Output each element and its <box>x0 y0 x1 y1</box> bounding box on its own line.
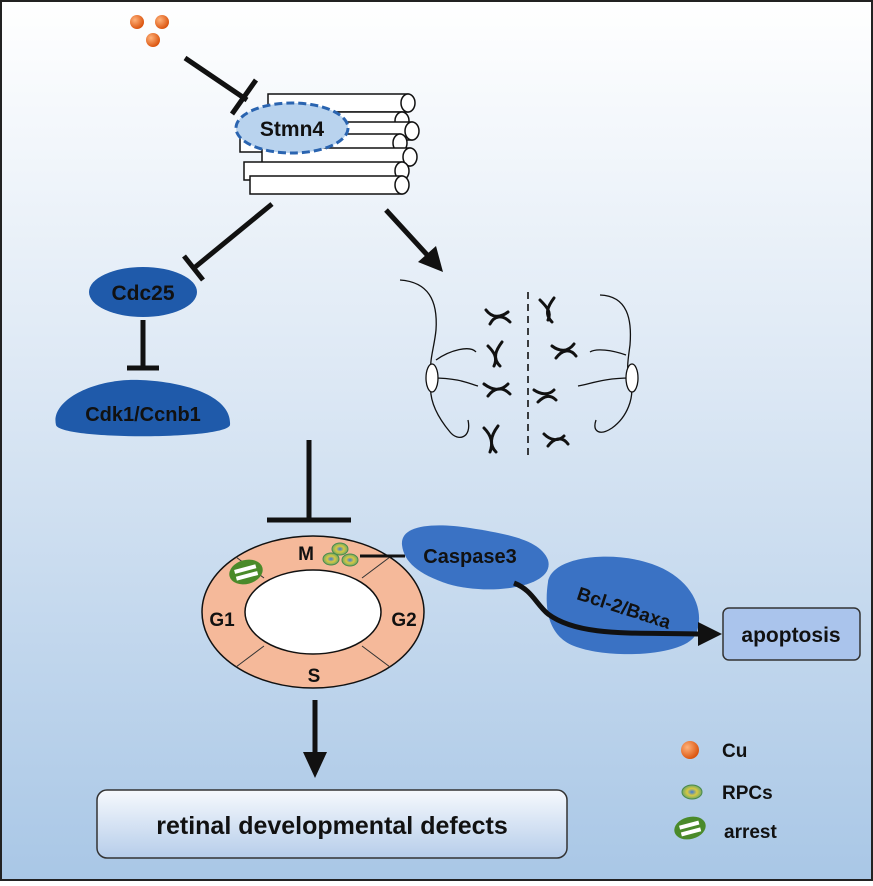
legend-arrest-icon <box>674 816 706 840</box>
arrow-to-apoptosis <box>512 580 701 637</box>
legend-cu-label: Cu <box>722 741 747 762</box>
phase-m-label: M <box>298 544 314 565</box>
phase-s-label: S <box>308 666 321 687</box>
arrest-icon <box>229 559 263 585</box>
apoptosis-box <box>722 607 861 661</box>
phase-g2-label: G2 <box>391 610 416 631</box>
legend-arrest-label: arrest <box>724 822 777 843</box>
arrow-stmn4-mitosis <box>384 208 443 272</box>
cdk1-node <box>55 379 231 437</box>
apoptosis-label: apoptosis <box>741 624 840 647</box>
caspase3-label: Caspase3 <box>423 546 516 568</box>
cu-particles <box>130 15 169 47</box>
stmn4-node <box>234 101 350 155</box>
legend-rpcs-label: RPCs <box>722 783 773 804</box>
cdc25-label: Cdc25 <box>111 282 174 305</box>
inhibition-cu-stmn4 <box>183 55 259 116</box>
inhibition-to-cell-cycle <box>267 440 351 523</box>
stmn4-label: Stmn4 <box>260 118 325 141</box>
inhibition-stmn4-cdc25 <box>182 202 274 282</box>
outcome-label: retinal developmental defects <box>156 812 508 840</box>
caspase3-node <box>401 525 549 590</box>
chromosomes <box>482 296 578 454</box>
mitosis-illustration <box>399 279 639 460</box>
rpc-cluster <box>322 542 359 567</box>
outcome-box <box>96 789 568 859</box>
legend-rpcs-icon <box>681 784 703 800</box>
legend: Cu RPCs arrest <box>674 741 777 843</box>
arrow-to-apoptosis-head <box>698 622 722 646</box>
phase-g1-label: G1 <box>209 610 235 631</box>
cdc25-node <box>89 267 197 317</box>
legend-cu-icon <box>681 741 699 759</box>
cdk1-label: Cdk1/Ccnb1 <box>85 404 201 426</box>
inhibition-cdc25-cdk1 <box>127 320 159 371</box>
arrow-to-defects <box>303 700 327 778</box>
